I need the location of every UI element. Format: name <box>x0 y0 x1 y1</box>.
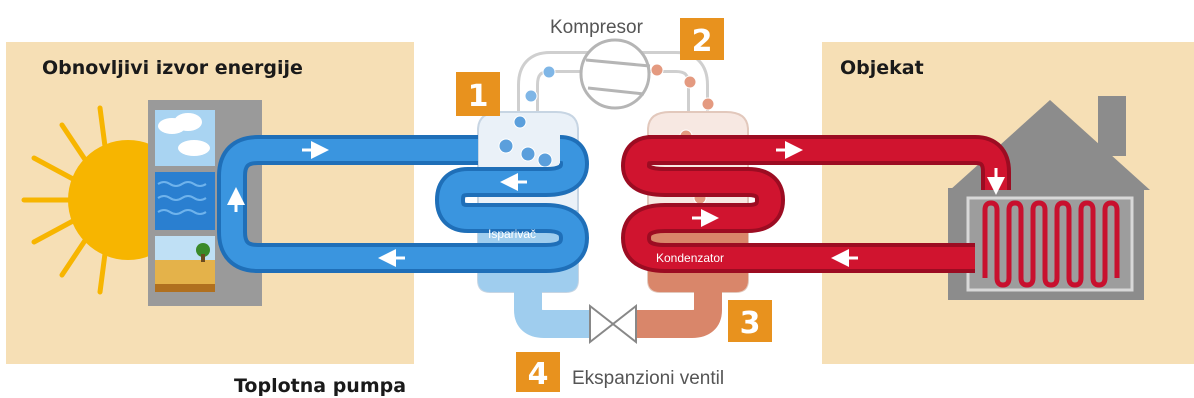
expansion-valve-icon <box>589 303 637 345</box>
radiator-coil <box>982 200 1120 288</box>
condenser-label: Kondenzator <box>656 251 724 265</box>
source-title: Obnovljivi izvor energije <box>42 57 303 79</box>
step-badge-3: 3 <box>728 300 772 342</box>
step-number-2: 2 <box>692 24 713 59</box>
compressor-pipe-inner <box>520 54 706 120</box>
step-badge-1: 1 <box>456 72 500 116</box>
compressor-icon <box>579 38 651 110</box>
valve-label: Ekspanzioni ventil <box>572 368 724 389</box>
step-number-3: 3 <box>740 306 761 341</box>
evaporator-outlet-pipe <box>514 292 596 338</box>
diagram-caption: Toplotna pumpa <box>234 375 406 397</box>
cold-loop-pipe <box>217 135 590 273</box>
condenser-outlet-pipe <box>630 292 722 338</box>
step-badge-2: 2 <box>680 18 724 60</box>
building-title: Objekat <box>840 57 924 79</box>
evaporator-label: Isparivač <box>488 227 536 241</box>
step-number-1: 1 <box>468 79 489 114</box>
step-number-4: 4 <box>528 357 549 392</box>
bubbles-red <box>650 63 715 111</box>
flow-arrows <box>227 141 1005 267</box>
step-badge-4: 4 <box>516 352 560 392</box>
energy-source-strip <box>148 100 262 306</box>
compressor-label: Kompresor <box>550 17 644 38</box>
